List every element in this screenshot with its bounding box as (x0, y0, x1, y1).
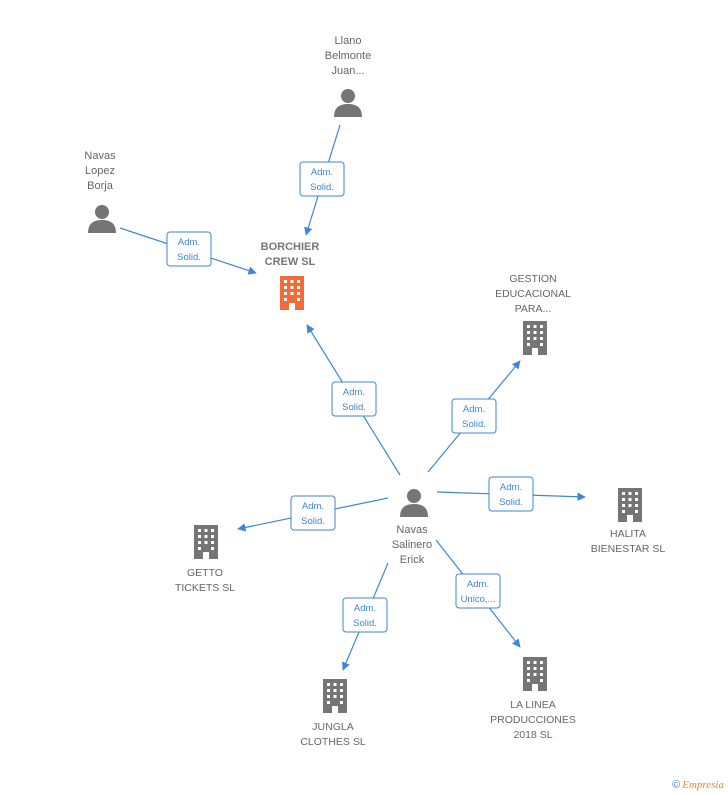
copyright-symbol: © (672, 779, 681, 791)
node-label-line: Belmonte (325, 50, 371, 62)
role-text: Adm. (178, 237, 200, 248)
edges-layer: Adm. Solid. Adm. Solid. Adm. Solid. Adm. Solid.… (119, 124, 586, 671)
role-text: Solid. (310, 182, 334, 193)
role-text: Solid. (301, 516, 325, 527)
node-label-line: 2018 SL (513, 729, 552, 741)
node-label-line: Salinero (392, 539, 432, 551)
role-text: Solid. (353, 618, 377, 629)
nodes-layer: LlanoBelmonteJuan...NavasLopezBorjaBORCH… (84, 35, 665, 748)
node-label-line: GESTION (509, 273, 556, 285)
role-text: Adm. (311, 167, 333, 178)
node-label-line: BORCHIER (261, 241, 320, 253)
node-label-line: Lopez (85, 165, 115, 177)
role-label-navasS-to-linea[interactable]: Adm. Unico,... (455, 573, 501, 609)
role-text: Adm. (343, 387, 365, 398)
role-label-navasS-to-getto[interactable]: Adm. Solid. (290, 495, 336, 531)
node-getto[interactable]: GETTO TICKETS SL (175, 525, 235, 594)
node-label-line: Juan... (331, 65, 364, 77)
person-icon (88, 205, 116, 233)
role-text: Solid. (177, 252, 201, 263)
role-text: Adm. (354, 603, 376, 614)
role-text: Adm. (467, 579, 489, 590)
node-llano[interactable]: LlanoBelmonteJuan... (325, 35, 371, 117)
role-text: Adm. (500, 482, 522, 493)
role-text: Solid. (462, 419, 486, 430)
role-text: Adm. (463, 404, 485, 415)
node-label-line: CREW SL (265, 256, 316, 268)
building-icon (523, 321, 547, 355)
role-text: Solid. (342, 402, 366, 413)
node-label-line: HALITA (610, 528, 646, 540)
person-icon (400, 489, 428, 517)
role-text: Solid. (499, 497, 523, 508)
role-text: Adm. (302, 501, 324, 512)
node-label-line: LA LINEA (510, 699, 556, 711)
node-gestion[interactable]: GESTION EDUCACIONAL PARA... (495, 273, 571, 355)
brand-name: Empresia (682, 779, 724, 791)
node-borchier[interactable]: BORCHIER CREW SL (261, 241, 320, 310)
person-icon (334, 89, 362, 117)
role-label-navasS-to-borchier[interactable]: Adm. Solid. (331, 381, 377, 417)
building-icon (523, 657, 547, 691)
node-label-line: CLOTHES SL (300, 736, 366, 748)
role-label-llano-to-borchier[interactable]: Adm. Solid. (299, 161, 345, 197)
node-label-line: GETTO (187, 567, 223, 579)
node-label-line: Llano (335, 35, 362, 47)
building-icon (323, 679, 347, 713)
role-label-navasL-to-borchier[interactable]: Adm. Solid. (166, 231, 212, 267)
role-text: Unico,... (461, 594, 496, 605)
node-label-line: Erick (400, 554, 425, 566)
node-jungla[interactable]: JUNGLA CLOTHES SL (300, 679, 366, 748)
node-label-line: JUNGLA (312, 721, 353, 733)
node-label-line: Borja (87, 180, 114, 192)
building-icon (618, 488, 642, 522)
building-icon (194, 525, 218, 559)
node-label-line: Navas (84, 150, 116, 162)
footer-brand: ©Empresia (672, 779, 724, 791)
role-label-navasS-to-gestion[interactable]: Adm. Solid. (451, 398, 497, 434)
node-label-line: Navas (396, 524, 428, 536)
role-label-navasS-to-jungla[interactable]: Adm. Solid. (342, 597, 388, 633)
node-label-line: PRODUCCIONES (490, 714, 576, 726)
node-label-line: TICKETS SL (175, 582, 235, 594)
node-halita[interactable]: HALITA BIENESTAR SL (591, 488, 666, 555)
role-label-navasS-to-halita[interactable]: Adm. Solid. (488, 476, 534, 512)
node-label-line: EDUCACIONAL (495, 288, 571, 300)
main-company-building-icon (280, 276, 304, 310)
node-label-line: BIENESTAR SL (591, 543, 666, 555)
node-linea[interactable]: LA LINEA PRODUCCIONES 2018 SL (490, 657, 576, 741)
node-label-line: PARA... (515, 303, 552, 315)
